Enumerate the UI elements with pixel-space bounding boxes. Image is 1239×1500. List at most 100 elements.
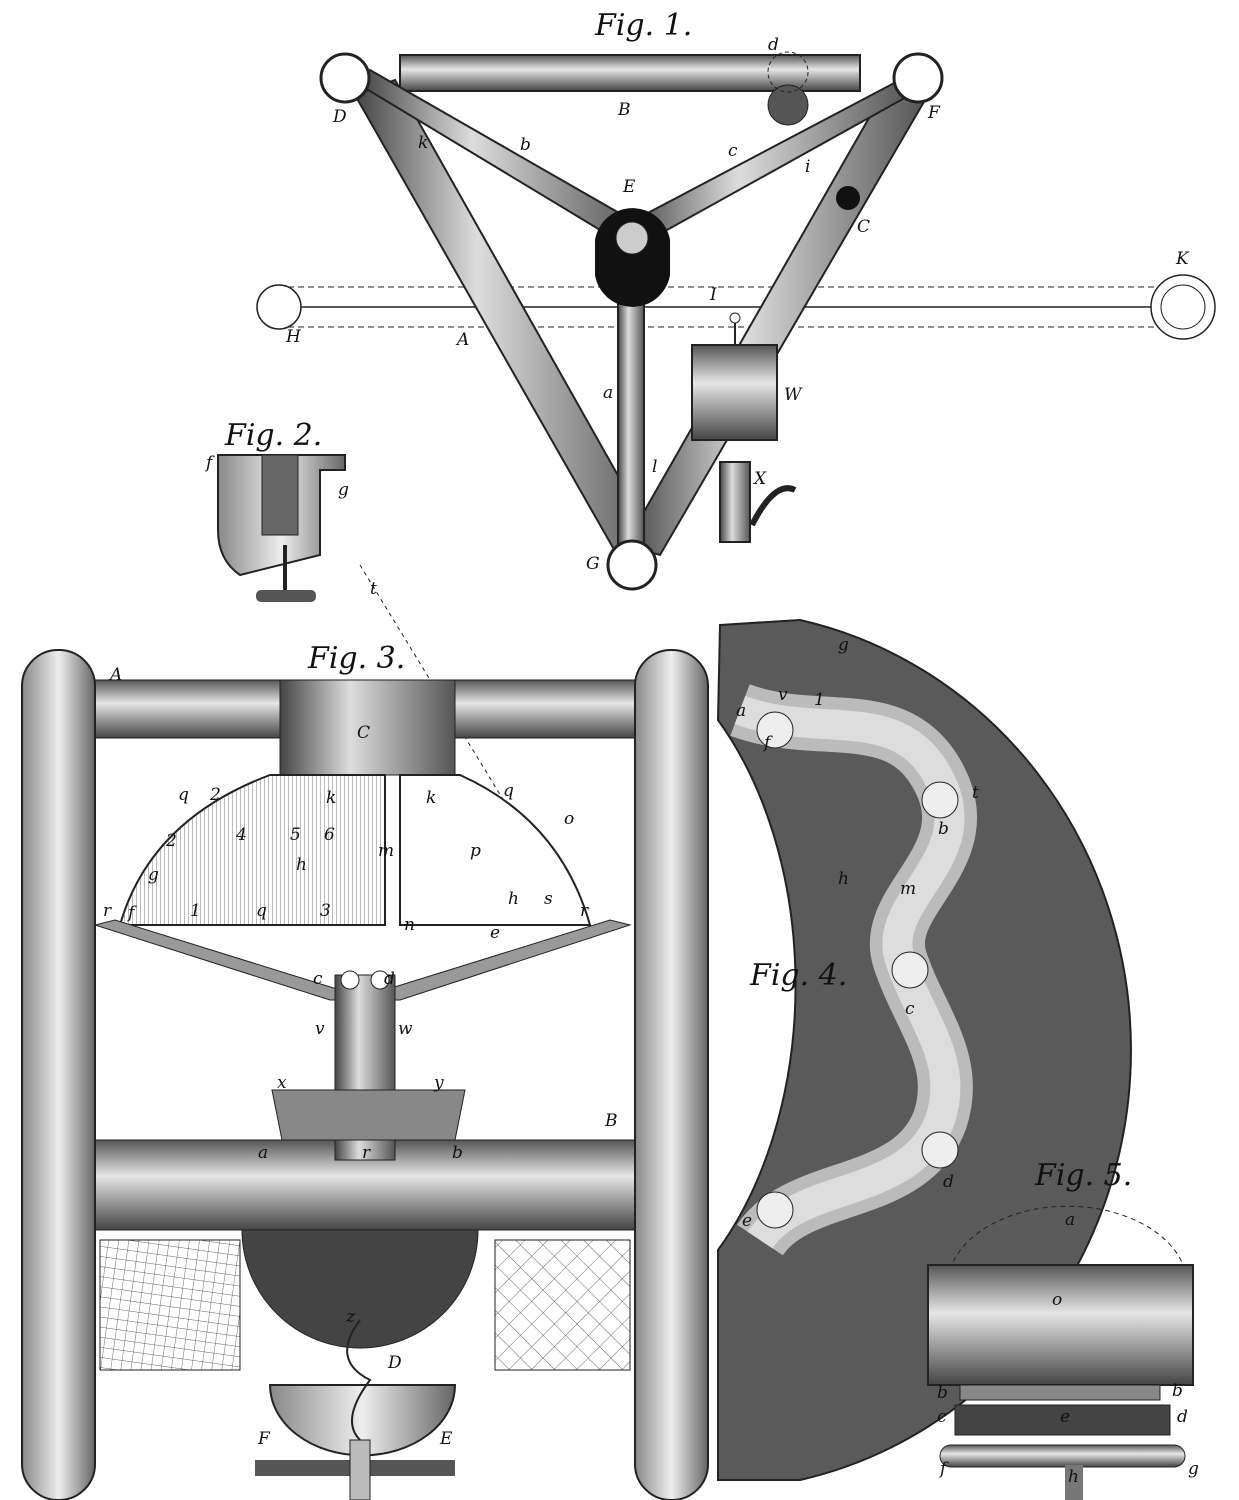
- pulley-k: [1150, 274, 1216, 340]
- roller-c: [891, 951, 929, 989]
- label: o: [564, 809, 574, 829]
- label: t: [972, 783, 979, 803]
- label: b: [452, 1143, 463, 1163]
- wheel-cd: [954, 1404, 1171, 1436]
- roller-b: [921, 781, 959, 819]
- weight-w: [691, 344, 778, 441]
- rod-b-top: [399, 54, 861, 92]
- label: a: [258, 1143, 268, 1163]
- label: c: [313, 969, 323, 989]
- label: 2: [209, 785, 221, 805]
- label: z: [345, 1307, 356, 1327]
- label: d: [768, 35, 779, 55]
- roller-a: [756, 711, 794, 749]
- label: m: [378, 841, 394, 861]
- figure-1: Fig. 1. d B D F k b c i E C K I H A a W …: [256, 8, 1216, 591]
- label: t: [370, 579, 377, 599]
- bowl: [241, 1229, 479, 1349]
- label: e: [1060, 1407, 1070, 1427]
- label: 6: [324, 825, 335, 845]
- label: 1: [814, 690, 825, 710]
- label: d: [943, 1172, 954, 1192]
- label: h: [1068, 1467, 1079, 1487]
- label: E: [439, 1429, 453, 1449]
- cylinder-c: [279, 679, 456, 776]
- cord-z: [346, 1319, 372, 1441]
- figure-5: Fig. 5. a o b b c d e f h g: [927, 1158, 1199, 1500]
- label: D: [387, 1353, 402, 1373]
- label: l: [652, 457, 657, 477]
- label: k: [426, 788, 436, 808]
- fig3-title: Fig. 3.: [307, 641, 405, 676]
- roller-c: [340, 970, 360, 990]
- hub-e-center: [615, 221, 649, 255]
- label: 2: [165, 831, 177, 851]
- label: s: [544, 889, 553, 909]
- label: f: [938, 1459, 949, 1479]
- label: r: [362, 1143, 371, 1163]
- valve-base: [256, 590, 316, 602]
- label: X: [752, 469, 767, 489]
- label: h: [838, 869, 849, 889]
- mesh-right: [494, 1239, 631, 1371]
- label: x: [277, 1073, 287, 1093]
- label: e: [742, 1211, 752, 1231]
- label: q: [503, 781, 514, 801]
- roller-d: [921, 1131, 959, 1169]
- label: B: [617, 100, 631, 120]
- pin-c: [836, 186, 860, 210]
- label: 1: [190, 901, 201, 921]
- joint-f: [892, 52, 944, 104]
- shaft-h: [1065, 1465, 1083, 1500]
- cup-xy: [271, 1089, 466, 1141]
- label: c: [937, 1407, 947, 1427]
- label: F: [257, 1429, 271, 1449]
- label: w: [398, 1019, 413, 1039]
- label: y: [433, 1073, 444, 1093]
- disc-fg: [939, 1444, 1186, 1468]
- label: q: [178, 785, 189, 805]
- label: q: [256, 901, 267, 921]
- label: K: [1175, 249, 1190, 269]
- label: h: [508, 889, 519, 909]
- label: r: [103, 901, 112, 921]
- label: g: [1188, 1459, 1199, 1479]
- label: v: [778, 685, 788, 705]
- label: a: [603, 383, 613, 403]
- label: A: [455, 330, 469, 350]
- fig5-labels: a o b b c d e f h g: [937, 1210, 1199, 1487]
- dashed-line-t: [359, 564, 541, 861]
- roller-d: [767, 84, 809, 126]
- label: b: [520, 135, 531, 155]
- serpentine-track-center: [734, 695, 965, 1250]
- label: G: [586, 554, 600, 574]
- fig3-labels: t A C q 2 4 5 6 k 2 h g r f 1 q 3 m k q …: [103, 579, 618, 1449]
- label: o: [1052, 1290, 1062, 1310]
- fig2-title: Fig. 2.: [224, 418, 322, 453]
- label: 3: [320, 901, 331, 921]
- label: c: [728, 141, 738, 161]
- drum-o: [927, 1264, 1194, 1386]
- figure-3: Fig. 3. t A C q 2 4 5 6 k 2 h g r f 1 q …: [21, 564, 709, 1500]
- fig4-title: Fig. 4.: [749, 958, 847, 993]
- spindle: [349, 1439, 371, 1500]
- label: k: [418, 133, 428, 153]
- label: F: [927, 103, 941, 123]
- post-left: [21, 649, 96, 1500]
- fig4-labels: g v 1 a f t b h m c d e: [736, 635, 979, 1231]
- label: p: [470, 841, 481, 861]
- label: E: [622, 177, 636, 197]
- label: c: [905, 999, 915, 1019]
- mesh-left: [99, 1239, 241, 1371]
- label: g: [838, 635, 849, 655]
- label: a: [736, 701, 746, 721]
- label: B: [604, 1111, 618, 1131]
- label: b: [938, 819, 949, 839]
- weight-hook: [729, 312, 741, 324]
- label: f: [126, 903, 137, 923]
- fig1-labels: d B D F k b c i E C K I H A a W l X G: [285, 35, 1190, 574]
- joint-d: [319, 52, 371, 104]
- label: f: [204, 453, 215, 473]
- label: W: [784, 385, 803, 405]
